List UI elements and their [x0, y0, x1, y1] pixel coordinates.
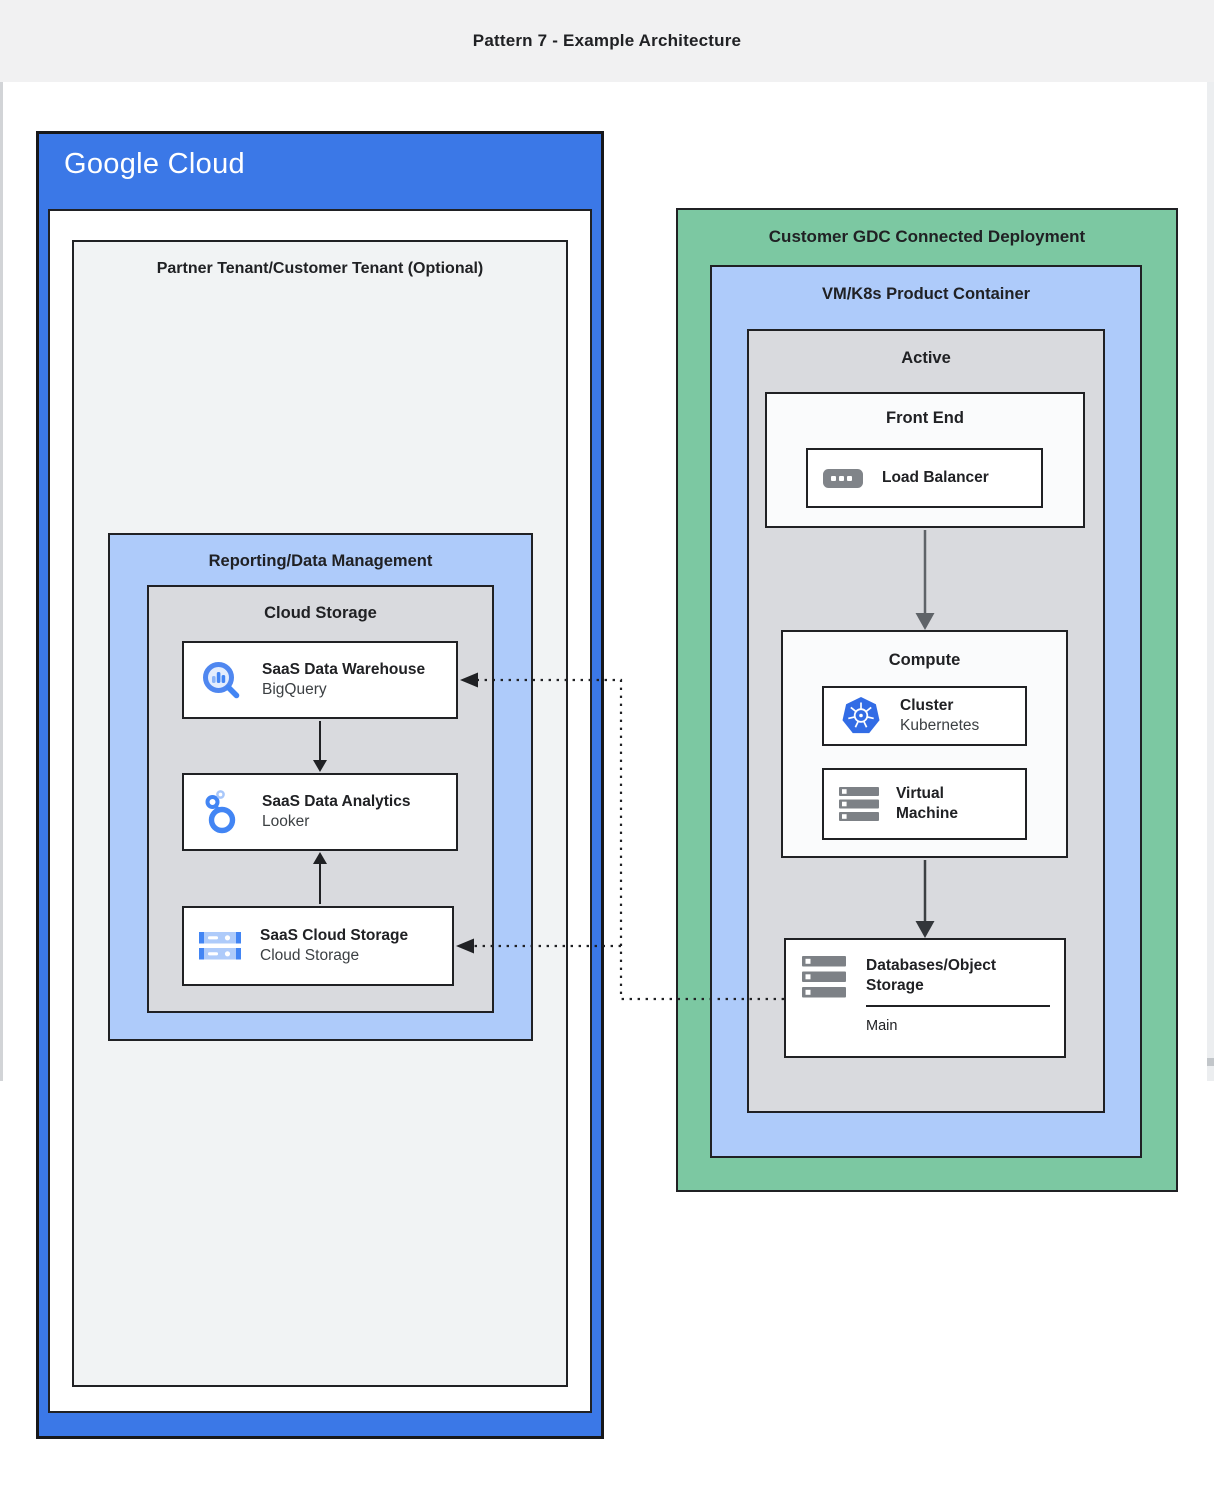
cloud-storage-icon — [199, 932, 241, 960]
load-balancer-icon — [823, 468, 863, 488]
load-balancer-card: Load Balancer — [806, 448, 1043, 508]
virtual-machine-icon — [839, 787, 879, 821]
customer-gdc-label: Customer GDC Connected Deployment — [768, 227, 1086, 246]
object-storage-icon — [802, 956, 846, 998]
partition-label: Main — [866, 1018, 898, 1035]
card-title: SaaS Data Warehouse — [262, 661, 426, 679]
databases-object-storage-card: Databases/Object Storage Main — [784, 938, 1066, 1058]
scrollbar-thumb[interactable] — [1207, 1058, 1214, 1066]
card-divider — [866, 1005, 1050, 1008]
front-end-label: Front End — [886, 409, 964, 427]
partner-tenant-label: Partner Tenant/Customer Tenant (Optional… — [156, 260, 484, 277]
right-scrollbar-track[interactable] — [1207, 82, 1214, 1081]
active-label: Active — [901, 349, 951, 367]
saas-data-analytics-card: SaaS Data Analytics Looker — [182, 773, 458, 851]
title-bar: Pattern 7 - Example Architecture — [0, 0, 1214, 82]
kubernetes-icon — [842, 697, 880, 734]
card-title: SaaS Data Analytics — [262, 793, 411, 811]
card-title: Cluster — [900, 697, 954, 715]
reporting-label: Reporting/Data Management — [208, 552, 433, 570]
bigquery-icon — [203, 662, 240, 699]
compute-label: Compute — [888, 651, 961, 669]
looker-icon — [205, 790, 236, 834]
saas-cloud-storage-card: SaaS Cloud Storage Cloud Storage — [182, 906, 454, 986]
google-cloud-logo: Google Cloud — [64, 148, 245, 180]
card-subtitle: Kubernetes — [900, 717, 980, 734]
card-subtitle: BigQuery — [262, 681, 327, 698]
card-subtitle: Looker — [262, 813, 310, 830]
card-subtitle: Cloud Storage — [260, 947, 360, 964]
saas-data-warehouse-card: SaaS Data Warehouse BigQuery — [182, 641, 458, 719]
card-title: Virtual Machine — [896, 785, 959, 822]
left-page-edge — [0, 82, 3, 1081]
cloud-storage-group-label: Cloud Storage — [264, 604, 377, 622]
diagram-title: Pattern 7 - Example Architecture — [472, 31, 742, 50]
card-title: Load Balancer — [882, 469, 989, 487]
card-title: Databases/Object Storage — [866, 957, 997, 995]
card-title: SaaS Cloud Storage — [260, 927, 409, 945]
vm-k8s-label: VM/K8s Product Container — [821, 285, 1031, 303]
virtual-machine-card: Virtual Machine — [822, 768, 1027, 840]
cluster-card: Cluster Kubernetes — [822, 686, 1027, 746]
